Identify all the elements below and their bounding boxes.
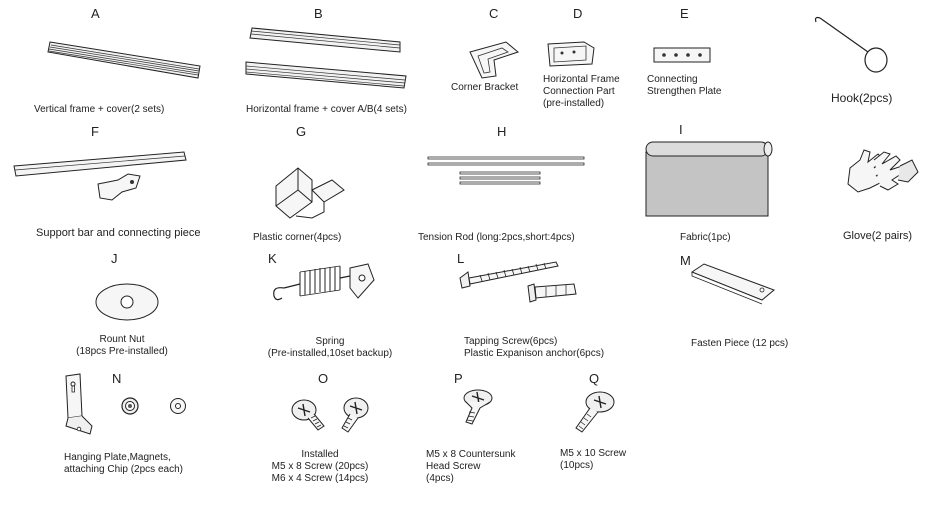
frame-connection-part-illustration	[546, 40, 596, 68]
corner-bracket-illustration	[466, 40, 522, 80]
glove-illustration	[844, 146, 920, 196]
part-k-caption-line2: (Pre-installed,10set backup)	[267, 348, 393, 359]
part-d-caption-line1: Horizontal Frame	[543, 74, 620, 85]
part-m-letter: M	[680, 253, 691, 268]
part-hook-caption: Hook(2pcs)	[831, 91, 893, 105]
part-a-caption: Vertical frame + cover(2 sets)	[34, 104, 165, 115]
part-f-caption: Support bar and connecting piece	[36, 227, 201, 239]
part-k-caption-line1: Spring	[315, 336, 345, 347]
magnet-icon	[120, 396, 140, 416]
part-p-letter: P	[454, 371, 463, 386]
horizontal-frame-illustration	[244, 26, 410, 90]
part-l-caption-line1: Tapping Screw(6pcs)	[464, 336, 558, 347]
part-l-letter: L	[457, 251, 465, 266]
plastic-corner-illustration	[272, 160, 348, 222]
part-f-letter: F	[91, 124, 99, 139]
part-q-letter: Q	[589, 371, 600, 386]
tapping-screw-illustration	[456, 258, 566, 308]
fasten-piece-illustration	[690, 262, 776, 302]
spring-illustration	[270, 258, 378, 310]
part-l-caption-line2: Plastic Expanison anchor(6pcs)	[464, 348, 605, 359]
part-d-caption-line2: Connection Part	[543, 86, 615, 97]
part-m-caption: Fasten Piece (12 pcs)	[691, 338, 789, 349]
part-h-caption: Tension Rod (long:2pcs,short:4pcs)	[418, 232, 575, 243]
part-p-caption-line1: M5 x 8 Countersunk	[426, 449, 516, 460]
fabric-roll-illustration	[640, 138, 776, 218]
part-glove-caption: Glove(2 pairs)	[843, 230, 913, 242]
round-nut-illustration	[94, 282, 160, 322]
expansion-anchor-illustration	[524, 280, 580, 304]
support-bar-illustration	[12, 148, 188, 210]
part-j-caption-line1: Rount Nut	[99, 334, 145, 345]
m6x4-screw-illustration	[336, 396, 374, 434]
part-d-caption-line3: (pre-installed)	[543, 98, 605, 109]
m5x8-screw-illustration	[290, 396, 328, 434]
part-n-letter: N	[112, 371, 122, 386]
part-j-caption-line2: (18pcs Pre-installed)	[76, 346, 168, 357]
part-e-caption-line1: Connecting	[647, 74, 698, 85]
part-q-caption-line2: (10pcs)	[560, 460, 594, 471]
part-i-caption: Fabric(1pc)	[680, 232, 731, 243]
part-b-caption: Horizontal frame + cover A/B(4 sets)	[246, 104, 407, 115]
part-n-caption-line2: attaching Chip (2pcs each)	[64, 464, 183, 475]
part-o-caption-line3: M6 x 4 Screw (14pcs)	[271, 473, 369, 484]
strengthen-plate-illustration	[652, 46, 712, 64]
part-b-letter: B	[314, 6, 323, 21]
part-q-caption-line1: M5 x 10 Screw	[560, 448, 627, 459]
part-a-letter: A	[91, 6, 100, 21]
m5x10-screw-illustration	[572, 390, 616, 436]
part-c-caption: Corner Bracket	[451, 82, 519, 93]
part-p-caption-line3: (4pcs)	[426, 473, 454, 484]
hook-illustration	[812, 14, 890, 74]
countersunk-screw-illustration	[456, 388, 496, 426]
part-g-letter: G	[296, 124, 307, 139]
part-n-caption-line1: Hanging Plate,Magnets,	[64, 452, 171, 463]
part-e-caption-line2: Strengthen Plate	[647, 86, 722, 97]
tension-rod-illustration	[426, 154, 586, 188]
vertical-frame-illustration	[46, 38, 204, 82]
hanging-plate-illustration	[62, 372, 96, 438]
part-g-caption: Plastic corner(4pcs)	[253, 232, 342, 243]
part-c-letter: C	[489, 6, 499, 21]
part-h-letter: H	[497, 124, 507, 139]
part-p-caption-line2: Head Screw	[426, 461, 481, 472]
part-e-letter: E	[680, 6, 689, 21]
part-o-caption-line2: M5 x 8 Screw (20pcs)	[271, 461, 369, 472]
part-o-letter: O	[318, 371, 329, 386]
attaching-chip-icon	[168, 396, 188, 416]
part-i-letter: I	[679, 122, 683, 137]
part-o-caption-line1: Installed	[301, 449, 339, 460]
part-k-letter: K	[268, 251, 277, 266]
part-d-letter: D	[573, 6, 583, 21]
part-j-letter: J	[111, 251, 118, 266]
